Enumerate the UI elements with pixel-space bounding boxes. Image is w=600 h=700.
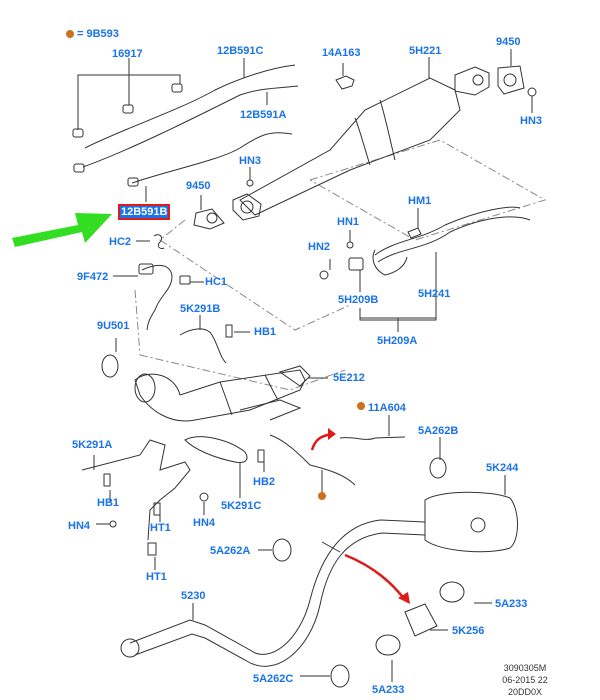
- part-label-5h241[interactable]: 5H241: [418, 288, 451, 300]
- bolt-hb1-low: [103, 473, 111, 487]
- part-label-5k291c[interactable]: 5K291C: [221, 500, 262, 512]
- reference-block: 3090305M 06-2015 22 20DD0X: [492, 662, 558, 698]
- part-label-hn1[interactable]: HN1: [337, 216, 360, 228]
- reference-code: 3090305M: [503, 663, 547, 673]
- clip-hc2: [153, 234, 165, 249]
- part-label-hm1[interactable]: HM1: [408, 195, 432, 207]
- sensor-11a604: [339, 436, 406, 440]
- part-label-5h221[interactable]: 5H221: [409, 45, 442, 57]
- part-label-hn4-right[interactable]: HN4: [193, 517, 216, 529]
- part-label-9450-mid[interactable]: 9450: [186, 180, 211, 192]
- hanger-5a262c: [330, 664, 350, 688]
- assembly-outline: [134, 139, 547, 391]
- part-label-12b591b-highlighted[interactable]: 12B591B: [117, 204, 171, 220]
- gasket-9450-mid: [193, 208, 225, 230]
- nut-hn3-right: [527, 87, 537, 97]
- part-label-hb2[interactable]: HB2: [253, 476, 276, 488]
- part-label-14a163[interactable]: 14A163: [322, 47, 361, 59]
- hanger-5a262a: [272, 538, 292, 562]
- pipe-5230: [120, 519, 426, 667]
- muffler-5k244: [424, 491, 518, 553]
- marker-dot-11a604: [357, 402, 365, 410]
- part-label-5h209a[interactable]: 5H209A: [377, 335, 418, 347]
- nut-hn4-left: [109, 520, 117, 528]
- hanger-5a262b: [429, 457, 447, 479]
- clip-hc1: [179, 275, 191, 285]
- clamp-5a233-upper: [439, 581, 465, 603]
- part-label-11a604[interactable]: 11A604: [368, 402, 406, 414]
- part-label-5k291a[interactable]: 5K291A: [72, 439, 113, 451]
- part-label-5h209b[interactable]: 5H209B: [338, 294, 379, 306]
- part-label-hc2[interactable]: HC2: [109, 236, 132, 248]
- part-label-9450-top[interactable]: 9450: [496, 36, 521, 48]
- part-label-hn4-left[interactable]: HN4: [68, 520, 91, 532]
- part-label-12b591a[interactable]: 12B591A: [240, 109, 287, 121]
- part-label-5a262a[interactable]: 5A262A: [210, 545, 251, 557]
- sensor-harness-group: [72, 58, 299, 202]
- red-arrows: [310, 428, 410, 604]
- legend-part: 9B593: [86, 28, 119, 40]
- reference-date: 06-2015 22: [502, 675, 548, 685]
- bracket-5k291b: [179, 328, 227, 364]
- part-label-5230[interactable]: 5230: [181, 590, 206, 602]
- legend-equals: =: [77, 28, 84, 40]
- nut-hn4-right: [199, 492, 209, 502]
- part-label-hc1[interactable]: HC1: [205, 276, 228, 288]
- marker-dot-lower: [318, 492, 326, 500]
- marker-dot-icon: [66, 30, 74, 39]
- part-label-5k291b[interactable]: 5K291B: [180, 303, 221, 315]
- flange: [232, 193, 262, 221]
- sleeve-5k256: [404, 603, 438, 637]
- part-label-5a233-lower[interactable]: 5A233: [372, 684, 405, 696]
- part-label-ht1-upper[interactable]: HT1: [150, 522, 171, 534]
- part-label-ht1-lower[interactable]: HT1: [146, 571, 167, 583]
- bolt-hb1-top: [225, 324, 233, 338]
- clamp-9u501: [101, 354, 119, 378]
- green-arrow: [12, 213, 112, 247]
- pressure-pipes-5h241: [319, 206, 531, 332]
- bolt-hb2: [257, 449, 265, 463]
- part-label-5k244[interactable]: 5K244: [486, 462, 519, 474]
- part-label-16917[interactable]: 16917: [112, 48, 143, 60]
- part-label-hb1-low[interactable]: HB1: [97, 497, 120, 509]
- part-label-9u501[interactable]: 9U501: [97, 320, 130, 332]
- nut-hn3-mid: [246, 179, 254, 187]
- bolt-ht1-upper: [153, 502, 161, 516]
- catalytic-converter-5e212: [134, 365, 328, 422]
- part-label-5a233-upper[interactable]: 5A233: [495, 598, 528, 610]
- part-label-hn3-right[interactable]: HN3: [520, 115, 543, 127]
- part-label-hn2[interactable]: HN2: [308, 241, 331, 253]
- sensor-9f472: [141, 265, 173, 331]
- dpf-5h221: [239, 57, 490, 216]
- sensor-lower-harness: [269, 434, 356, 486]
- clamp-5a233-lower: [375, 634, 401, 656]
- part-label-5a262b[interactable]: 5A262B: [418, 425, 459, 437]
- part-label-12b591c[interactable]: 12B591C: [217, 45, 264, 57]
- part-label-5e212[interactable]: 5E212: [333, 372, 365, 384]
- clip-14a163: [335, 75, 355, 90]
- part-label-5a262c[interactable]: 5A262C: [253, 673, 294, 685]
- bolt-ht1-lower: [147, 542, 157, 556]
- gasket-5k291c: [184, 436, 248, 463]
- bracket-5k291a: [81, 439, 191, 541]
- reference-engine: 20DD0X: [507, 687, 543, 697]
- red-arrow-sleeve: [344, 553, 406, 601]
- gasket-9450-top: [497, 65, 525, 95]
- part-label-hn3-mid[interactable]: HN3: [239, 155, 262, 167]
- part-label-hb1-top[interactable]: HB1: [254, 326, 277, 338]
- part-label-9f472[interactable]: 9F472: [77, 271, 109, 283]
- legend: = 9B593: [66, 28, 119, 40]
- part-label-5k256[interactable]: 5K256: [452, 625, 485, 637]
